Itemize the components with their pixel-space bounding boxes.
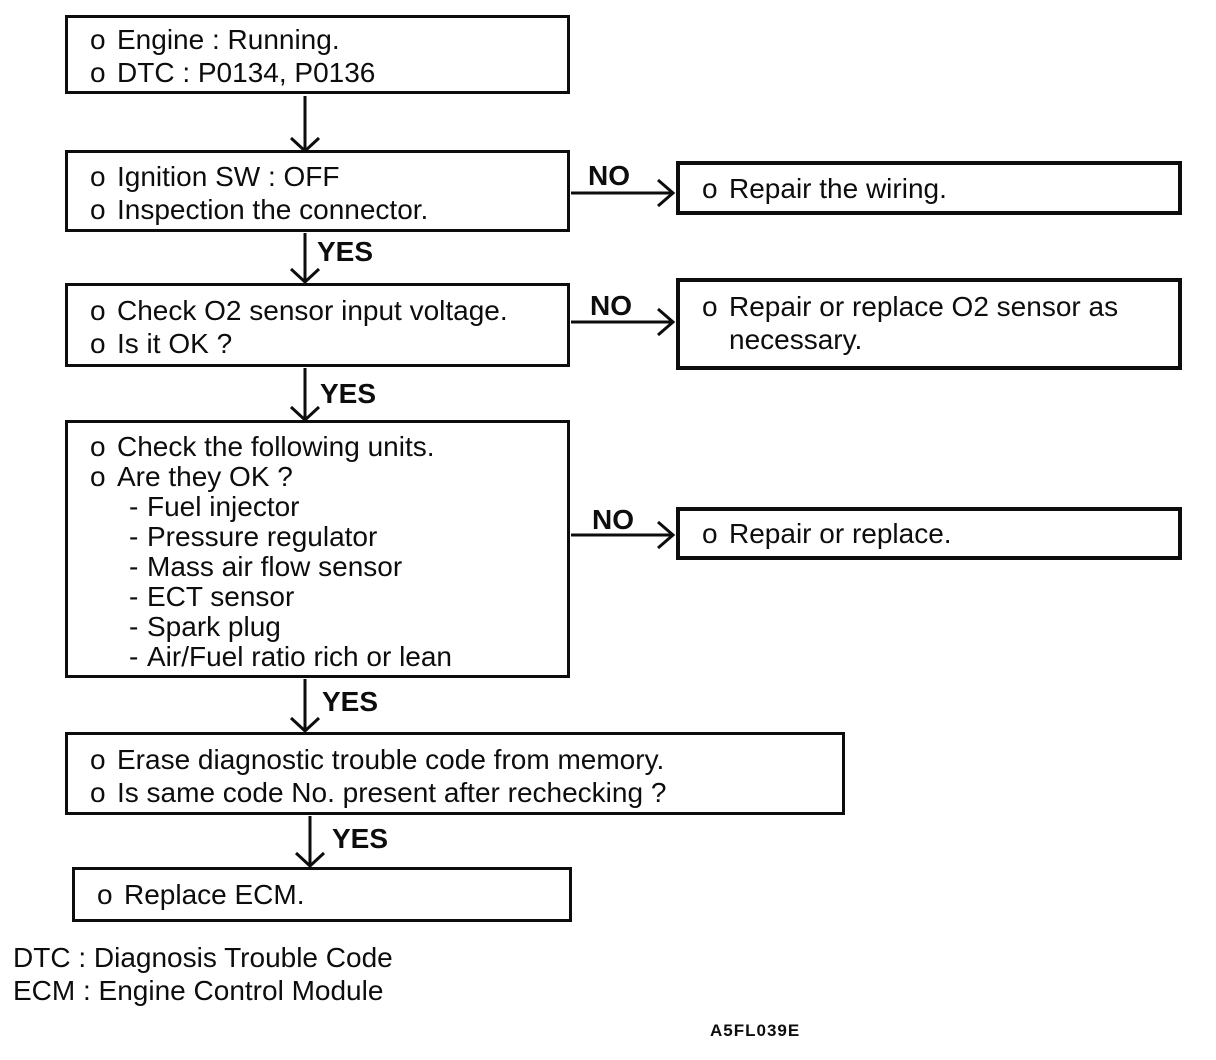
node-text: Replace ECM. xyxy=(124,879,305,910)
node-text: Mass air flow sensor xyxy=(147,551,403,582)
branch-label-no-3: NO xyxy=(592,504,634,535)
bullet: o xyxy=(90,777,106,808)
node-text: Check O2 sensor input voltage. xyxy=(117,295,508,326)
node-repair-or-replace: o Repair or replace. xyxy=(676,507,1182,560)
bullet: o xyxy=(90,328,106,359)
node-line: o Ignition SW : OFF xyxy=(68,160,567,193)
node-text: Are they OK ? xyxy=(117,461,293,492)
node-engine-dtc: o Engine : Running. o DTC : P0134, P0136 xyxy=(65,15,570,94)
bullet: o xyxy=(90,295,106,326)
node-repair-wiring: o Repair the wiring. xyxy=(676,161,1182,215)
bullet: - xyxy=(129,581,139,612)
bullet: o xyxy=(90,194,106,225)
bullet: - xyxy=(129,641,139,672)
legend-ecm: ECM : Engine Control Module xyxy=(13,975,384,1006)
node-check-o2-voltage: o Check O2 sensor input voltage. o Is it… xyxy=(65,283,570,367)
branch-label-no-1: NO xyxy=(588,160,630,191)
node-line: - Fuel injector xyxy=(68,492,567,522)
node-line: o Erase diagnostic trouble code from mem… xyxy=(68,743,842,776)
node-line: o Inspection the connector. xyxy=(68,193,567,226)
node-repair-o2-sensor: o Repair or replace O2 sensor as necessa… xyxy=(676,278,1182,370)
bullet: o xyxy=(702,172,718,204)
node-text: Inspection the connector. xyxy=(117,194,429,225)
bullet: o xyxy=(97,879,113,910)
abbreviation-legend: DTC : Diagnosis Trouble Code ECM : Engin… xyxy=(13,941,393,1007)
node-line: o Check O2 sensor input voltage. xyxy=(68,294,567,327)
node-line: o Repair the wiring. xyxy=(680,172,1178,205)
node-text: necessary. xyxy=(729,324,863,355)
arrow-units-to-erase xyxy=(289,679,321,734)
bullet: o xyxy=(90,57,106,88)
node-erase-dtc: o Erase diagnostic trouble code from mem… xyxy=(65,732,845,815)
node-text: DTC : P0134, P0136 xyxy=(117,57,376,88)
node-text: Air/Fuel ratio rich or lean xyxy=(147,641,453,672)
node-line: o Are they OK ? xyxy=(68,462,567,492)
node-text: Is same code No. present after recheckin… xyxy=(117,777,667,808)
arrow-start-to-inspect xyxy=(289,96,321,154)
node-line: o Replace ECM. xyxy=(75,878,569,911)
node-line: o Repair or replace O2 sensor as xyxy=(680,290,1178,323)
node-check-units: o Check the following units. o Are they … xyxy=(65,420,570,678)
branch-label-yes-1: YES xyxy=(317,236,374,267)
bullet: - xyxy=(129,551,139,582)
branch-label-yes-4: YES xyxy=(332,823,389,854)
node-line: o Is same code No. present after recheck… xyxy=(68,776,842,809)
node-text: ECT sensor xyxy=(147,581,295,612)
node-text: Is it OK ? xyxy=(117,328,233,359)
bullet: o xyxy=(90,461,106,492)
node-text: Erase diagnostic trouble code from memor… xyxy=(117,744,665,775)
node-text: Repair or replace. xyxy=(729,518,952,549)
node-line: o Repair or replace. xyxy=(680,517,1178,550)
node-line: - Pressure regulator xyxy=(68,522,567,552)
branch-label-no-2: NO xyxy=(590,290,632,321)
node-line: o Check the following units. xyxy=(68,432,567,462)
node-text: Fuel injector xyxy=(147,491,300,522)
arrow-checko2-to-units xyxy=(289,368,321,423)
node-text: Check the following units. xyxy=(117,431,435,462)
node-line: - ECT sensor xyxy=(68,582,567,612)
legend-dtc: DTC : Diagnosis Trouble Code xyxy=(13,942,393,973)
node-line: o Is it OK ? xyxy=(68,327,567,360)
node-text: Pressure regulator xyxy=(147,521,378,552)
bullet: o xyxy=(90,744,106,775)
bullet: - xyxy=(129,491,139,522)
figure-code: A5FL039E xyxy=(710,1021,801,1040)
node-line: - Spark plug xyxy=(68,612,567,642)
bullet: o xyxy=(702,518,718,549)
node-ignition-check: o Ignition SW : OFF o Inspection the con… xyxy=(65,150,570,232)
node-text: Repair or replace O2 sensor as xyxy=(729,291,1119,322)
node-line: - Mass air flow sensor xyxy=(68,552,567,582)
node-text: Repair the wiring. xyxy=(729,172,947,204)
bullet: - xyxy=(129,521,139,552)
branch-label-yes-3: YES xyxy=(322,686,379,717)
arrow-erase-to-ecm xyxy=(294,816,326,869)
node-line: - Air/Fuel ratio rich or lean xyxy=(68,642,567,672)
node-line: necessary. xyxy=(680,323,1178,356)
node-text: Ignition SW : OFF xyxy=(117,161,340,192)
bullet: o xyxy=(90,24,106,55)
node-replace-ecm: o Replace ECM. xyxy=(72,867,572,922)
node-text: Spark plug xyxy=(147,611,281,642)
bullet: o xyxy=(702,291,718,322)
bullet: o xyxy=(90,431,106,462)
node-text: Engine : Running. xyxy=(117,24,340,55)
bullet: o xyxy=(90,161,106,192)
branch-label-yes-2: YES xyxy=(320,378,377,409)
node-line: o Engine : Running. xyxy=(68,23,567,56)
bullet: - xyxy=(129,611,139,642)
node-line: o DTC : P0134, P0136 xyxy=(68,56,567,89)
arrow-inspect-to-checko2 xyxy=(289,233,321,285)
